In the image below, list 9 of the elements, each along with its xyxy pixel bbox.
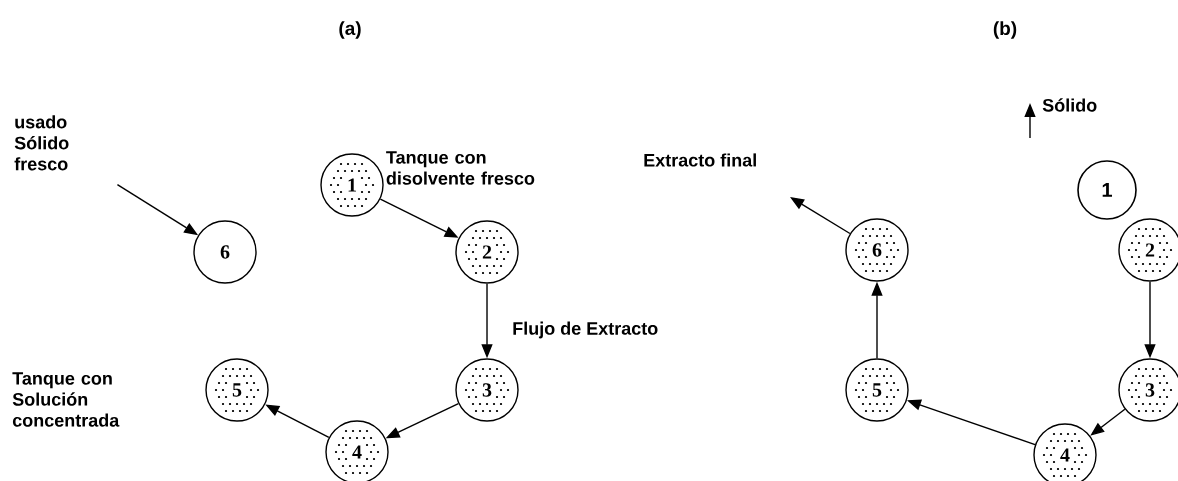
side-text: usado Sólido fresco <box>14 115 69 171</box>
flow-label: Flujo de Extracto <box>513 321 658 339</box>
panel-title: (b) <box>993 21 1017 39</box>
flow-label: Sólido <box>1042 98 1097 112</box>
flow-label: Tanque con Solución concentrada <box>12 372 120 427</box>
tank-label: Tanque con disolvente fresco <box>386 151 535 185</box>
panel-title: (a) <box>339 21 361 39</box>
arrow <box>790 197 851 235</box>
edge-label: Extracto final <box>644 153 756 167</box>
